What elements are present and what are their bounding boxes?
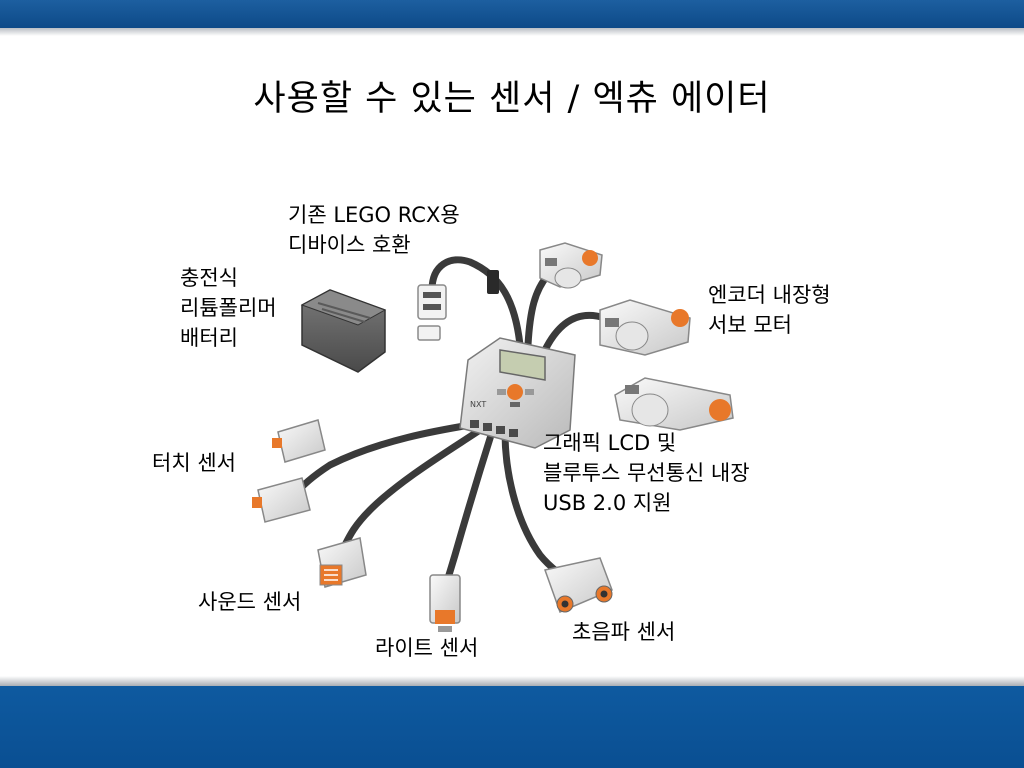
- brick-logo-text: NXT: [470, 400, 486, 409]
- light-sensor-icon: [429, 574, 461, 632]
- brick-ports: [470, 420, 518, 437]
- cable-motor-a: [524, 271, 552, 349]
- light-sensor-label: 라이트 센서: [375, 636, 479, 660]
- servo-motor-icon-right: [614, 377, 734, 431]
- cable-light: [444, 428, 496, 582]
- footer-bar-shadow: [0, 676, 1024, 686]
- touch-sensor-label: 터치 센서: [152, 451, 236, 475]
- footer-bar: [0, 686, 1024, 768]
- rcx-compat-label: 기존 LEGO RCX용 디바이스 호환: [288, 203, 460, 257]
- sound-sensor-icon: [317, 537, 367, 588]
- battery-icon: [300, 289, 387, 373]
- touch-sensor-icon-upper: [272, 419, 326, 463]
- servo-motor-label: 엔코더 내장형 서보 모터: [708, 283, 831, 337]
- ultrasonic-sensor-label: 초음파 센서: [572, 620, 676, 644]
- cable-sound: [341, 426, 484, 549]
- nxt-brick-label: 그래픽 LCD 및 블루투스 무선통신 내장 USB 2.0 지원: [543, 431, 750, 515]
- slide-title: 사용할 수 있는 센서 / 엑츄 에이터: [253, 79, 771, 119]
- cable-grip-icon: [487, 270, 499, 294]
- servo-motor-icon-top: [539, 242, 603, 289]
- servo-motor-icon-middle: [599, 299, 691, 356]
- sound-sensor-label: 사운드 센서: [198, 590, 302, 614]
- ultrasonic-sensor-icon: [544, 557, 613, 614]
- battery-label: 충전식 리튬폴리머 배터리: [180, 266, 277, 350]
- cable-motor-b: [541, 311, 609, 354]
- nxt-brick-icon: NXT: [459, 337, 576, 449]
- touch-sensor-icon-lower: [252, 477, 311, 523]
- header-bar: [0, 0, 1024, 28]
- header-bar-shadow: [0, 28, 1024, 36]
- cable-rcx: [428, 256, 524, 349]
- rcx-connector-icon: [417, 284, 447, 341]
